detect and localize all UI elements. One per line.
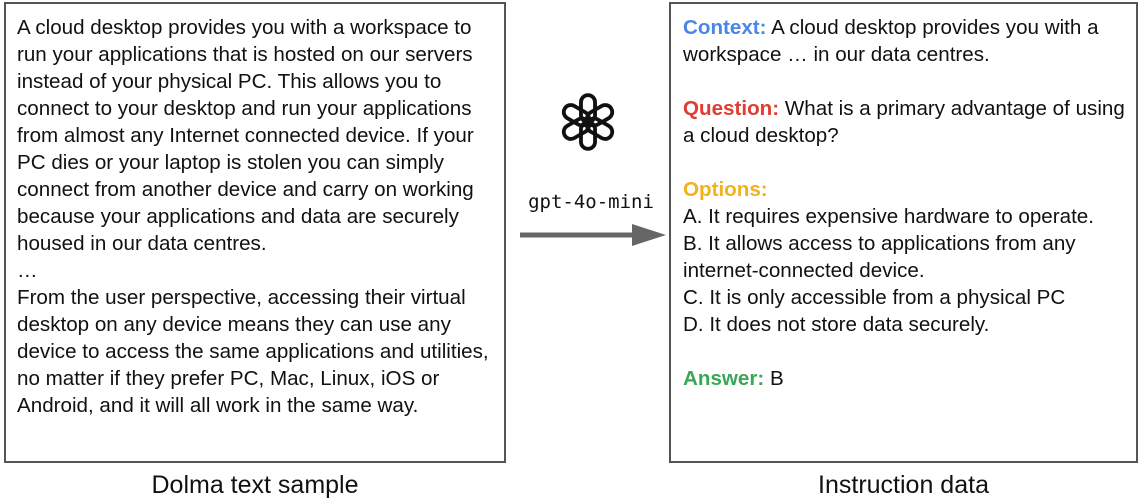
model-label: gpt-4o-mini (528, 191, 654, 213)
right-arrow-icon (520, 224, 666, 246)
options-label: Options: (683, 178, 768, 201)
spacer (683, 68, 1130, 95)
instruction-caption: Instruction data (818, 471, 989, 499)
option-d: D. It does not store data securely. (683, 313, 990, 336)
question-text: What is a primary advantage of using a c… (683, 97, 1125, 147)
openai-logo-icon (561, 93, 615, 151)
source-text: A cloud desktop provides you with a work… (17, 14, 494, 419)
answer-block: Answer: B (683, 365, 1130, 392)
source-paragraph-2: From the user perspective, accessing the… (17, 286, 489, 417)
context-label: Context: (683, 16, 767, 39)
instruction-text: Context: A cloud desktop provides you wi… (683, 14, 1130, 392)
option-b: B. It allows access to applications from… (683, 232, 1076, 282)
source-paragraph-1: A cloud desktop provides you with a work… (17, 16, 474, 255)
context-block: Context: A cloud desktop provides you wi… (683, 14, 1130, 68)
source-ellipsis: … (17, 259, 38, 282)
option-a: A. It requires expensive hardware to ope… (683, 205, 1094, 228)
question-label: Question: (683, 97, 780, 120)
option-c: C. It is only accessible from a physical… (683, 286, 1066, 309)
answer-text: B (769, 367, 784, 390)
source-caption: Dolma text sample (151, 471, 359, 499)
answer-label: Answer: (683, 367, 765, 390)
spacer (683, 338, 1130, 365)
context-text: A cloud desktop provides you with a work… (683, 16, 1099, 66)
spacer (683, 149, 1130, 176)
instruction-box: Context: A cloud desktop provides you wi… (669, 2, 1138, 463)
source-text-box: A cloud desktop provides you with a work… (4, 2, 506, 463)
question-block: Question: What is a primary advantage of… (683, 95, 1130, 149)
